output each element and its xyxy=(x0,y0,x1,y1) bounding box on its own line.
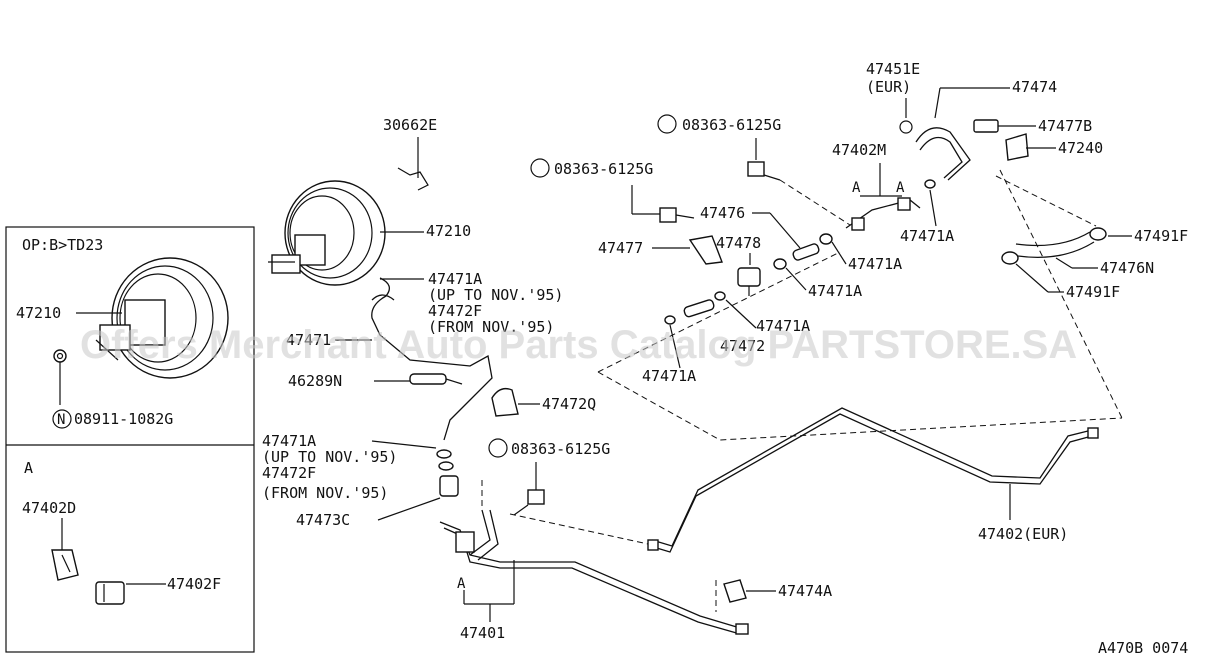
label-up-to-nov95-mid: (UP TO NOV.'95) xyxy=(262,448,397,466)
label-08363-6125G-a: 08363-6125G xyxy=(554,160,653,178)
label-47472: 47472 xyxy=(720,337,765,355)
label-47491F-bottom: 47491F xyxy=(1066,283,1120,301)
watermark: Offers Merchant Auto Parts Catalog PARTS… xyxy=(80,323,1077,367)
ref-a-1: A xyxy=(852,180,861,196)
label-47471A-mid: 47471A xyxy=(262,432,316,450)
label-47472F-mid: 47472F xyxy=(262,464,316,482)
clip-47474A-icon xyxy=(715,579,747,612)
label-47471A-lower: 47471A xyxy=(642,367,696,385)
pipe-47402-eur xyxy=(647,407,1099,553)
pipe-47401 xyxy=(439,509,749,635)
label-47477B: 47477B xyxy=(1038,117,1092,135)
clamp-47471A-lower-icon xyxy=(664,315,676,325)
inset-top-title: OP:B>TD23 xyxy=(22,236,103,254)
clamp-47491F-top-icon xyxy=(1089,227,1107,241)
ref-a-2: A xyxy=(896,180,905,196)
label-47476N: 47476N xyxy=(1100,259,1154,277)
inset-part-47402D: 47402D xyxy=(22,499,76,517)
clamp-47471A-upper-icon xyxy=(773,233,833,270)
nut-symbol: N xyxy=(57,412,65,428)
hose-clamp-mid-icon xyxy=(436,449,454,471)
n-symbol-icon xyxy=(52,409,72,429)
vacuum-hose xyxy=(371,277,493,441)
hose-47474 xyxy=(915,127,971,181)
label-47477: 47477 xyxy=(598,239,643,257)
inset-panel: OP:B>TD23 47210 N 08911-1082G A 47402D xyxy=(5,226,255,653)
check-valve-46289N-icon xyxy=(409,373,463,385)
connector-47473C-icon xyxy=(439,475,459,497)
label-47474A: 47474A xyxy=(778,582,832,600)
hose-47472-icon xyxy=(683,291,726,318)
label-47401: 47401 xyxy=(460,624,505,642)
bracket-47477-icon xyxy=(688,235,723,265)
label-from-nov95-mid: (FROM NOV.'95) xyxy=(262,484,388,502)
label-08363-6125G-b: 08363-6125G xyxy=(682,116,781,134)
label-47474: 47474 xyxy=(1012,78,1057,96)
s-bolt-c: 08363-6125G xyxy=(488,438,610,516)
label-from-nov95-top: (FROM NOV.'95) xyxy=(428,318,554,336)
hose-47476N xyxy=(1015,231,1091,247)
valve-47478-icon xyxy=(737,267,761,296)
label-47471A-right: 47471A xyxy=(900,227,954,245)
label-47491F-top: 47491F xyxy=(1134,227,1188,245)
clamp-47472Q-icon xyxy=(491,387,519,417)
ref-a-3: A xyxy=(457,576,466,592)
brake-booster xyxy=(268,180,386,286)
label-47473C: 47473C xyxy=(296,511,350,529)
pipe-47402M xyxy=(845,197,921,231)
label-47472F-top: 47472F xyxy=(428,302,482,320)
label-47451E: 47451E xyxy=(866,60,920,78)
inset-part-47210: 47210 xyxy=(16,304,61,322)
bracket-47240-icon xyxy=(1005,133,1029,161)
label-47471: 47471 xyxy=(286,331,331,349)
clip-30662E-icon xyxy=(397,167,429,191)
hose-47476-icon xyxy=(792,243,820,261)
label-47471A-top: 47471A xyxy=(428,270,482,288)
label-47478: 47478 xyxy=(716,234,761,252)
clamp-47402F-icon xyxy=(95,581,125,605)
label-47471A-center: 47471A xyxy=(756,317,810,335)
label-47240: 47240 xyxy=(1058,139,1103,157)
clamp-47491F-bottom-icon xyxy=(1001,251,1019,265)
grommet-47451E-icon xyxy=(899,120,913,134)
inset-part-47402F: 47402F xyxy=(167,575,221,593)
s-bolt-a: 08363-6125G xyxy=(530,158,695,223)
label-30662E: 30662E xyxy=(383,116,437,134)
label-46289N: 46289N xyxy=(288,372,342,390)
diagram-code: A470B 0074 xyxy=(1098,639,1188,657)
label-47471A-upper-right: 47471A xyxy=(848,255,902,273)
label-47476-top: 47476 xyxy=(700,204,745,222)
clamp-47471A-right-icon xyxy=(924,179,936,189)
inset-brake-booster xyxy=(95,257,229,379)
label-47402M: 47402M xyxy=(832,141,886,159)
label-eur: (EUR) xyxy=(866,78,911,96)
label-47471A-upper-mid: 47471A xyxy=(808,282,862,300)
clamp-47402D-icon xyxy=(51,549,79,581)
inset-nut-number: 08911-1082G xyxy=(74,410,173,428)
label-up-to-nov95-top: (UP TO NOV.'95) xyxy=(428,286,563,304)
label-47402-eur: 47402(EUR) xyxy=(978,525,1068,543)
bolt-47477B-icon xyxy=(973,119,999,133)
label-08363-6125G-c: 08363-6125G xyxy=(511,440,610,458)
label-47210: 47210 xyxy=(426,222,471,240)
s-bolt-b: 08363-6125G xyxy=(657,114,851,226)
inset-bottom-title: A xyxy=(24,459,33,477)
label-47472Q: 47472Q xyxy=(542,395,596,413)
inset-nut-icon xyxy=(53,349,67,363)
